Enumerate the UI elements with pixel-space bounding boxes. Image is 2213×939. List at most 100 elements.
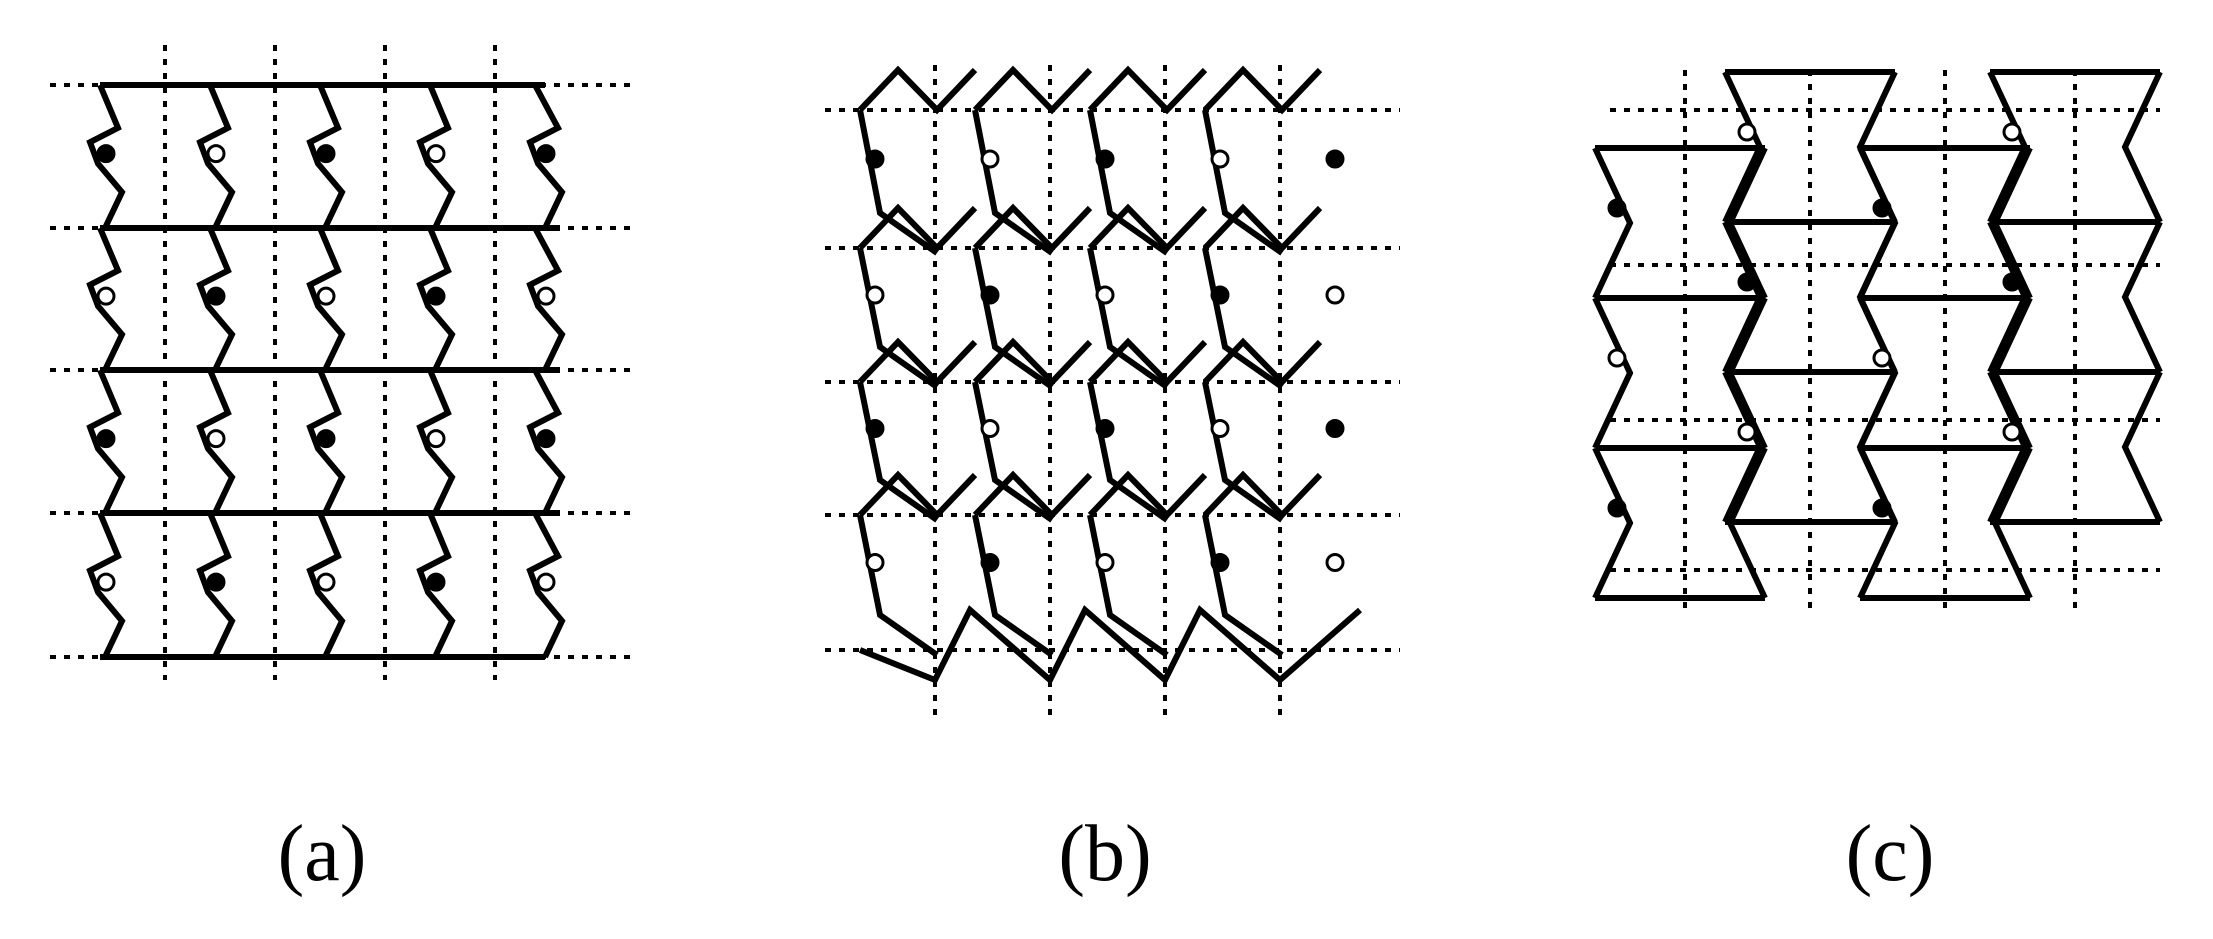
tile-edge [1592,146,1634,300]
open-dot-marker [316,572,336,592]
open-dot-marker [1325,285,1345,305]
tile-edge [1202,381,1284,523]
filled-dot-marker [1872,198,1892,218]
tile-edge [196,511,236,659]
open-dot-marker [2002,422,2022,442]
tile-edge [1202,247,1284,390]
filled-dot-marker [426,286,446,306]
tile-edge [1722,220,1764,374]
tile-edge [1987,70,2029,224]
filled-dot-marker [1325,419,1345,438]
tile-edge [306,226,346,372]
open-dot-marker [536,572,556,592]
tile-edge [416,511,456,659]
open-dot-marker [865,553,885,572]
tile-edge [2121,370,2163,524]
tile-edge [972,337,1093,387]
tile-edge [972,381,1054,523]
tile-edge [2121,220,2163,374]
tile-edge [972,470,1093,520]
tile-edge [2121,70,2163,224]
filled-dot-marker [1095,149,1115,169]
tile-edge [526,226,566,372]
filled-dot-marker [865,149,885,169]
tile-edge [972,514,1054,658]
open-dot-marker [1607,348,1627,368]
open-dot-marker [1210,419,1230,438]
tile-edge [1202,109,1284,256]
open-dot-marker [1210,149,1230,169]
filled-dot-marker [536,144,556,164]
tile-edge [306,368,346,515]
open-dot-marker [980,149,1000,169]
filled-dot-marker [1325,149,1345,169]
tile-edge [1987,220,2029,374]
tile-edge [86,368,126,515]
filled-dot-marker [96,429,116,449]
panel-a-tiling [50,45,630,680]
filled-dot-marker [536,429,556,449]
tile-edge [1722,370,1764,524]
tile-edge [1857,446,1899,600]
tile-edge [86,83,126,230]
filled-dot-marker [316,429,336,449]
tile-edge [416,226,456,372]
filled-dot-marker [2002,272,2022,292]
open-dot-marker [1095,285,1115,305]
tile-edge [1087,381,1169,523]
filled-dot-marker [426,572,446,592]
panel-b-caption: (b) [1058,810,1151,898]
filled-dot-marker [1872,498,1892,518]
tile-edge [86,511,126,659]
tile-edge [416,368,456,515]
tile-edge [1087,247,1169,390]
panel-b-tiling [825,65,1400,715]
filled-dot-marker [980,553,1000,572]
panel-a-caption: (a) [278,810,367,898]
filled-dot-marker [1607,498,1627,518]
tile-edge [857,337,978,387]
tile-edge [196,226,236,372]
tile-edge [1857,296,1899,450]
tile-edge [1202,470,1323,520]
open-dot-marker [206,144,226,164]
open-dot-marker [316,286,336,306]
tile-edge [857,203,978,253]
tile-edge [416,83,456,230]
tile-edge [1202,65,1323,115]
filled-dot-marker [1607,198,1627,218]
tile-edge [972,203,1093,253]
tile-edge [1987,370,2029,524]
tile-edge [306,83,346,230]
open-dot-marker [1325,553,1345,572]
tile-edge [1087,514,1169,658]
filled-dot-marker [865,419,885,438]
filled-dot-marker [1210,285,1230,305]
tile-edge [1722,70,1764,224]
filled-dot-marker [1210,553,1230,572]
tile-edge [857,470,978,520]
filled-dot-marker [96,144,116,164]
tile-edge [1087,65,1208,115]
open-dot-marker [1872,348,1892,368]
tile-edge [972,109,1054,256]
tile-edge [1087,470,1208,520]
tile-edge [526,368,566,515]
filled-dot-marker [206,572,226,592]
filled-dot-marker [1095,419,1115,438]
panel-c-caption: (c) [1846,810,1935,898]
open-dot-marker [1737,122,1757,142]
filled-dot-marker [206,286,226,306]
tile-edge [857,514,939,658]
open-dot-marker [206,429,226,449]
tile-edge [196,83,236,230]
tile-edge [1202,337,1323,387]
tile-edge [1857,146,1899,300]
tile-edge [972,65,1093,115]
tile-edge [526,83,566,230]
open-dot-marker [426,429,446,449]
open-dot-marker [980,419,1000,438]
tile-edge [972,247,1054,390]
open-dot-marker [1095,553,1115,572]
